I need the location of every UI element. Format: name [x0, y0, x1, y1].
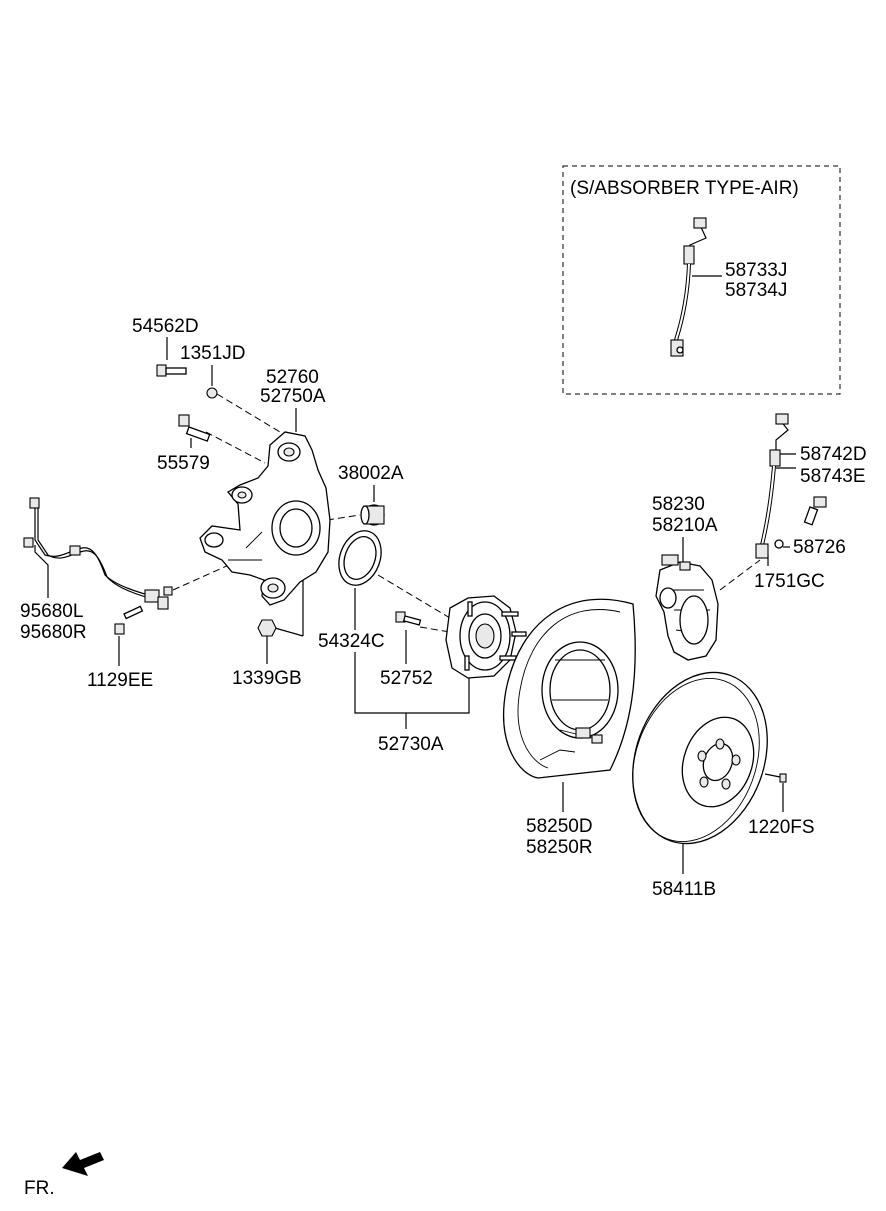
label-38002A: 38002A — [338, 463, 404, 484]
brake-hose-air-drawing — [670, 217, 707, 357]
brake-rotor-58411B — [632, 671, 768, 845]
bolt-54562D — [156, 364, 187, 377]
label-58250D: 58250D — [526, 816, 593, 837]
label-1351JD: 1351JD — [180, 343, 246, 364]
label-58250R: 58250R — [526, 837, 593, 858]
nut-1351JD — [206, 387, 218, 399]
label-58733J: 58733J — [725, 260, 787, 281]
label-52730A: 52730A — [378, 734, 444, 755]
brake-hose-58742D — [755, 413, 789, 559]
front-arrow-icon — [62, 1152, 104, 1176]
nut-1339GB — [257, 619, 277, 637]
air-absorber-inset: (S/ABSORBER TYPE-AIR) 58733J 58734J — [562, 165, 841, 395]
bolt-52752 — [395, 611, 422, 626]
seal-54324C — [338, 530, 382, 586]
label-55579: 55579 — [157, 453, 210, 474]
screw-1220FS — [764, 773, 787, 783]
bolt-58726 — [803, 496, 827, 526]
label-58210A: 58210A — [652, 515, 718, 536]
label-95680R: 95680R — [20, 622, 87, 643]
inset-dashed-box — [562, 165, 841, 395]
front-direction-indicator: FR. — [24, 1152, 104, 1199]
label-58734J: 58734J — [725, 280, 787, 301]
label-95680L: 95680L — [20, 601, 83, 622]
bushing-38002A — [360, 504, 385, 526]
inset-title: (S/ABSORBER TYPE-AIR) — [570, 178, 799, 199]
label-52752: 52752 — [380, 668, 433, 689]
label-52750A: 52750A — [260, 386, 326, 407]
label-58742D: 58742D — [800, 444, 867, 465]
assembly-dashed-lines — [172, 393, 761, 633]
label-58726: 58726 — [793, 537, 846, 558]
label-54562D: 54562D — [132, 316, 199, 337]
caliper-58230 — [655, 554, 719, 661]
label-1129EE: 1129EE — [87, 670, 153, 691]
knuckle-52750A — [199, 431, 331, 606]
label-1220FS: 1220FS — [748, 817, 815, 838]
bolt-1129EE — [114, 605, 144, 635]
front-label: FR. — [24, 1178, 55, 1199]
hub-assembly-52730A — [445, 595, 527, 679]
wheel-speed-sensor-95680L — [23, 497, 173, 610]
label-58411B: 58411B — [652, 879, 716, 900]
backing-plate-58250D — [503, 598, 636, 779]
label-58230: 58230 — [652, 494, 705, 515]
label-52760: 52760 — [266, 367, 319, 388]
label-1751GC: 1751GC — [754, 571, 825, 592]
label-1339GB: 1339GB — [232, 668, 302, 689]
label-58743E: 58743E — [800, 466, 866, 487]
label-54324C: 54324C — [318, 631, 385, 652]
bolt-55579 — [178, 414, 211, 442]
